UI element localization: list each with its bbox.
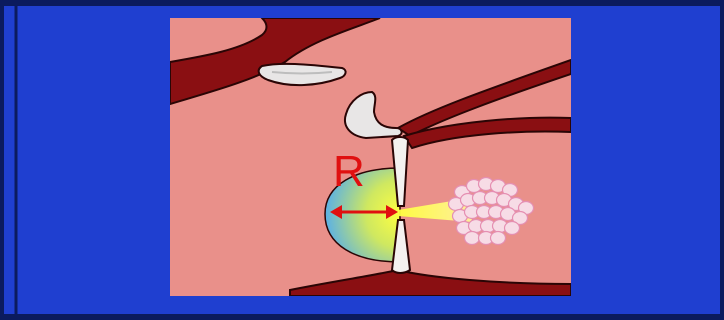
cluster-sphere: [491, 232, 506, 245]
cluster-sphere: [505, 222, 520, 235]
radius-label: R: [333, 147, 365, 196]
tissue-panel: [170, 18, 571, 296]
cluster-sphere: [465, 232, 480, 245]
